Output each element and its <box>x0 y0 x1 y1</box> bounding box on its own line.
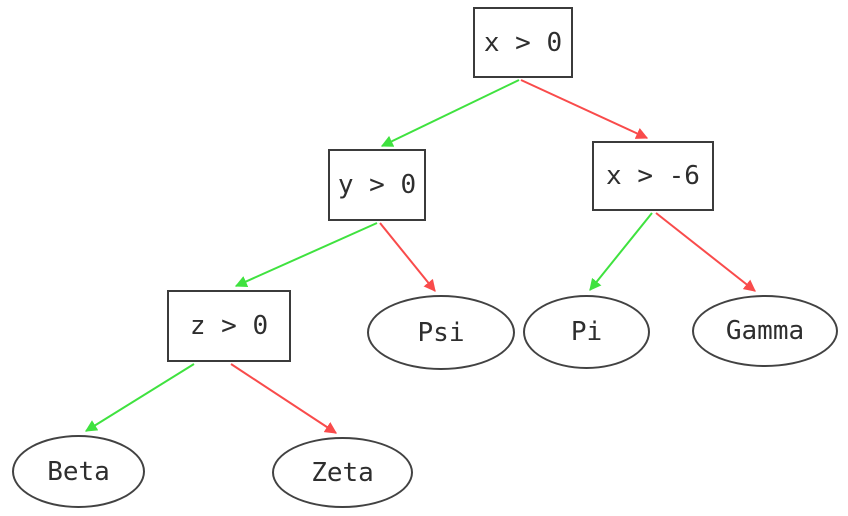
edge-y0-to-z0-true <box>234 222 378 288</box>
decision-node-xm6: x > -6 <box>592 141 714 211</box>
decision-node-xm6-label: x > -6 <box>606 161 700 191</box>
leaf-node-zeta: Zeta <box>272 437 413 508</box>
leaf-node-gamma: Gamma <box>692 295 838 367</box>
decision-node-z0-label: z > 0 <box>189 311 269 341</box>
edge-xm6-to-pi-true <box>589 212 653 291</box>
leaf-node-pi-label: Pi <box>570 317 603 347</box>
leaf-node-beta: Beta <box>12 435 145 508</box>
edge-z0-to-zeta-false <box>230 363 338 434</box>
edge-y0-to-psi-false <box>379 222 436 292</box>
edge-root-to-xm6-false <box>520 79 649 139</box>
leaf-node-psi: Psi <box>367 295 515 370</box>
edge-xm6-to-gamma-false <box>655 212 756 292</box>
leaf-node-zeta-label: Zeta <box>311 457 374 488</box>
leaf-node-gamma-label: Gamma <box>725 316 805 346</box>
decision-node-y0-label: y > 0 <box>337 170 417 200</box>
edge-z0-to-beta-true <box>84 363 195 432</box>
edge-root-to-y0-true <box>380 79 520 147</box>
decision-node-z0: z > 0 <box>167 290 291 362</box>
leaf-node-beta-label: Beta <box>47 456 110 487</box>
decision-node-root: x > 0 <box>473 7 573 78</box>
decision-node-root-label: x > 0 <box>483 27 563 58</box>
decision-node-y0: y > 0 <box>328 149 426 221</box>
leaf-node-pi: Pi <box>523 295 650 369</box>
leaf-node-psi-label: Psi <box>417 317 465 348</box>
